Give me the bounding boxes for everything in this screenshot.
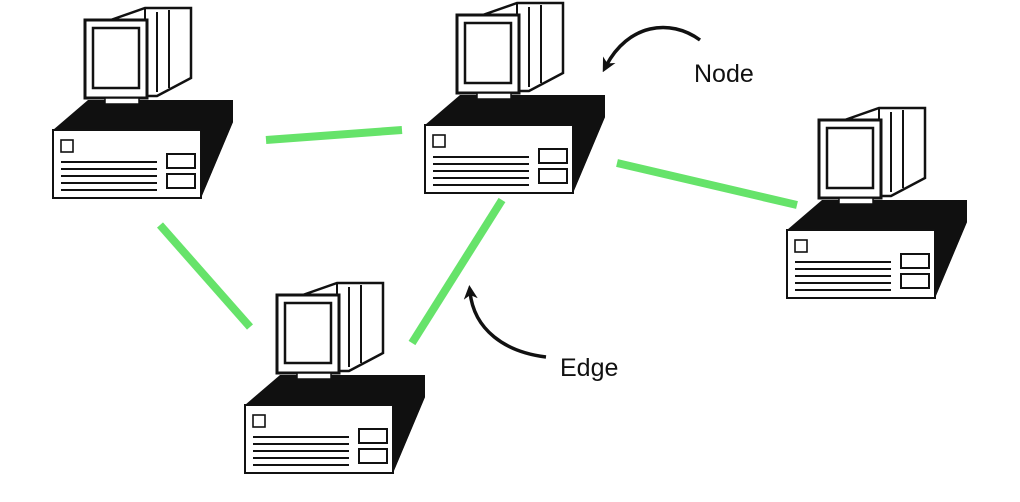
edge-callout: Edge: [463, 285, 618, 382]
edge-top-left-to-bottom: [157, 222, 253, 330]
computer-icon: [51, 6, 235, 200]
computer-icon: [785, 106, 969, 300]
computer-icon: [243, 281, 427, 475]
node-pc-bottom: [243, 281, 427, 475]
node-pc-top-left: [51, 6, 235, 200]
node-pc-right: [785, 106, 969, 300]
computer-icon: [423, 1, 607, 195]
edges: [157, 126, 798, 346]
edge-top-center-to-bottom: [408, 197, 506, 346]
edge-top-left-to-top-center: [265, 126, 403, 144]
node-callout: Node: [602, 25, 754, 88]
node-label: Node: [694, 60, 754, 88]
node-arrow: [602, 25, 702, 73]
node-pc-top-center: [423, 1, 607, 195]
edge-arrow: [463, 285, 547, 359]
edge-top-center-to-right: [616, 159, 798, 209]
edge-label: Edge: [560, 354, 618, 382]
